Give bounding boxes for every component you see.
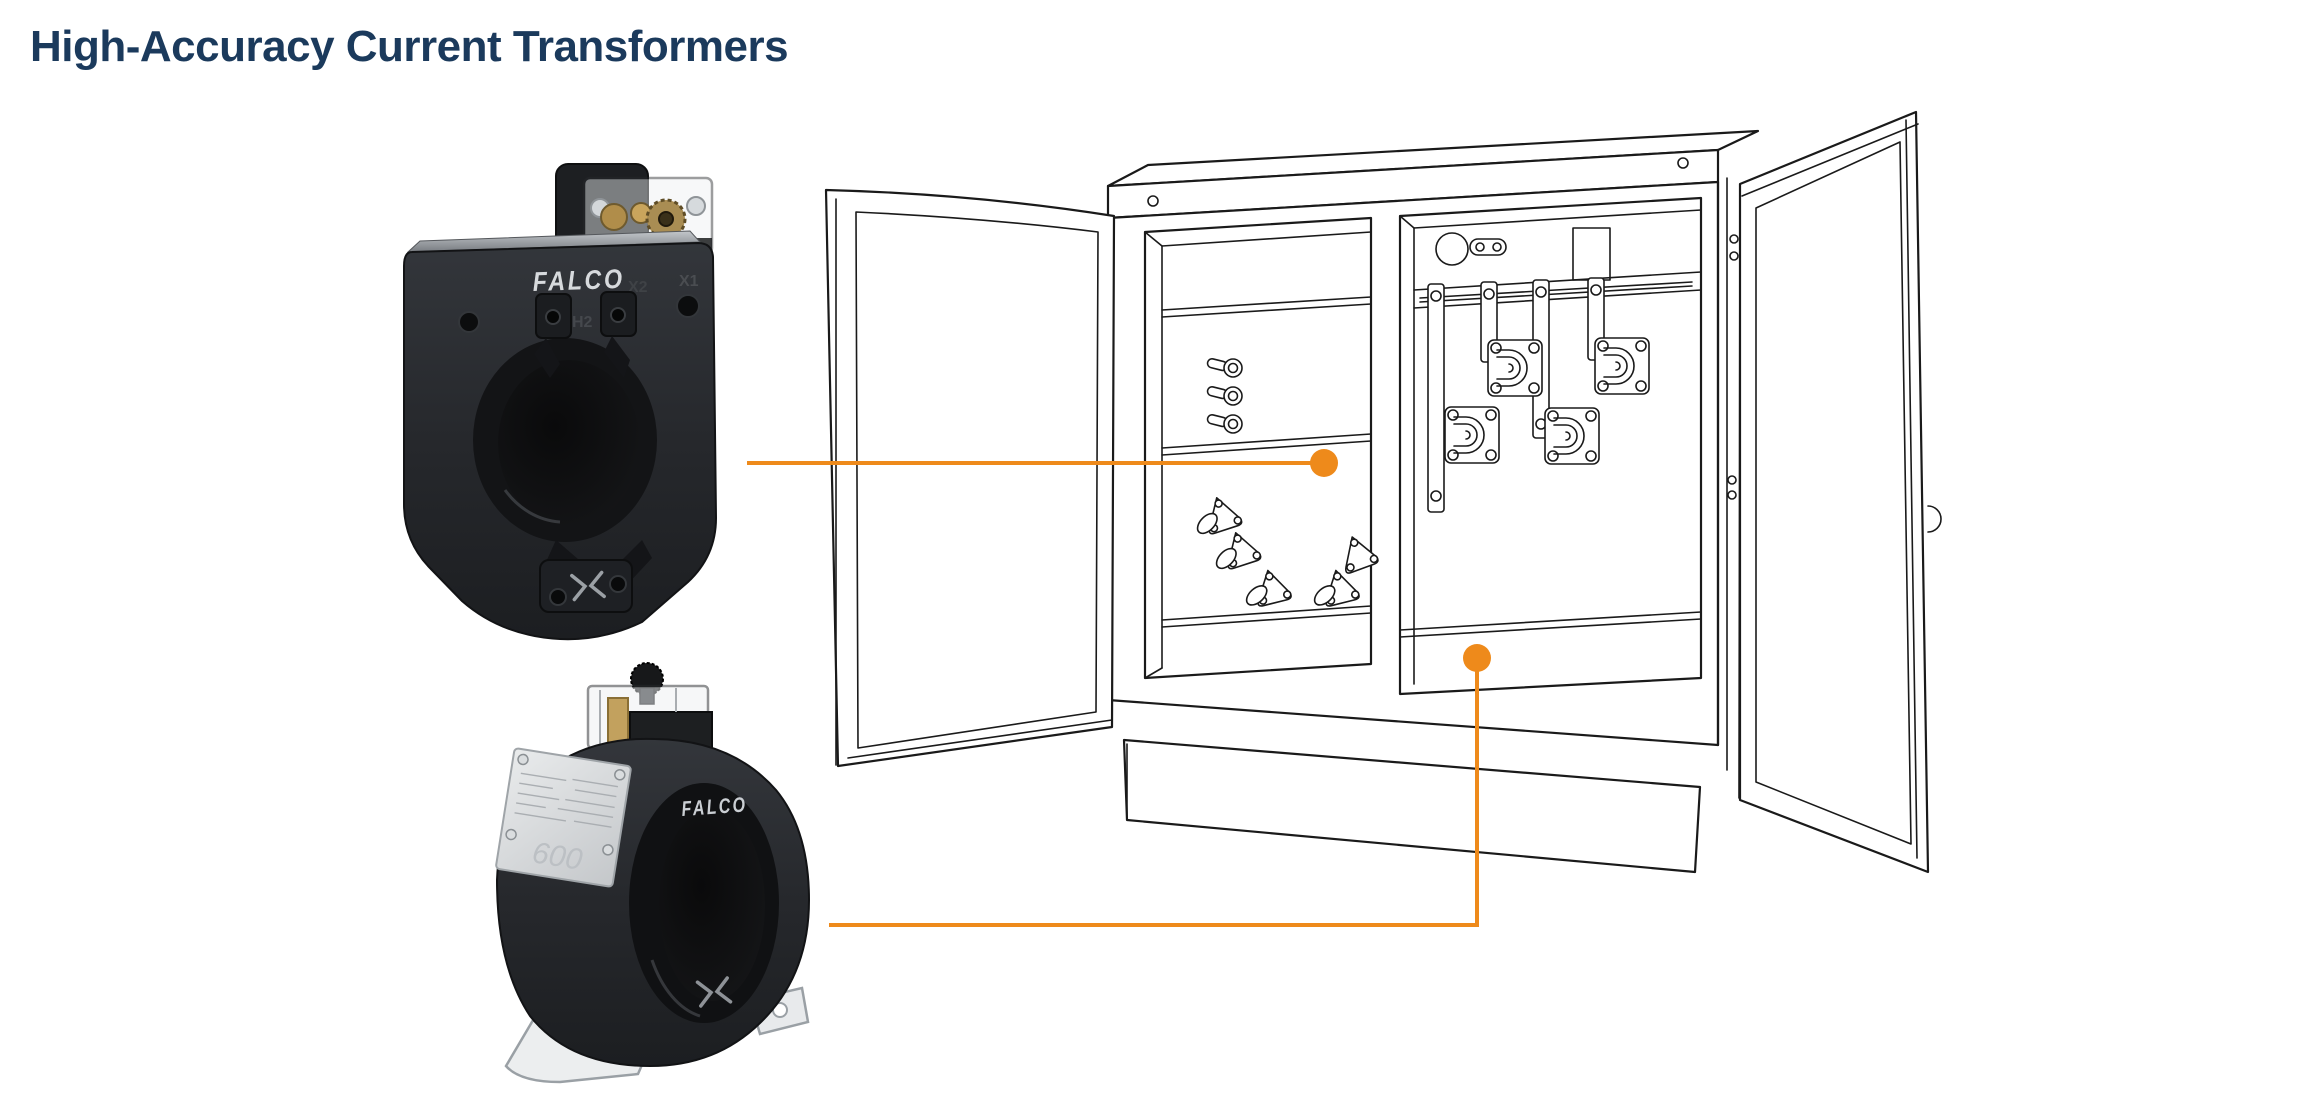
flange-plate-icons (1196, 497, 1379, 607)
terminal-label-x1: X1 (679, 273, 699, 290)
hinge-icons (1727, 234, 1739, 500)
toggle-stud-icons (1206, 357, 1243, 434)
cabinet-top-rail (1106, 129, 1760, 220)
window-clamp-tabs (534, 291, 637, 378)
page-title: High-Accuracy Current Transformers (30, 22, 789, 71)
shelf-lines-left (1161, 296, 1372, 628)
compartment-left (1143, 216, 1379, 680)
cabinet-left-door (824, 188, 1116, 768)
rail-screw-hole-right (1677, 157, 1689, 169)
gland-circle-icon (1435, 232, 1469, 266)
callout-window-ct (747, 449, 1338, 477)
bus-rail (1413, 271, 1702, 309)
falco-x-emblem-round-ct (695, 976, 733, 1008)
nameplate: 600 (495, 747, 632, 888)
compartment-right (1398, 196, 1703, 696)
callout-dot-top (1310, 449, 1338, 477)
falco-x-emblem-window-ct (570, 570, 606, 602)
falco-logo-round-ct: FALCO (681, 793, 748, 821)
callout-line-bottom (829, 670, 1479, 927)
cabinet-right-door (1738, 110, 1942, 874)
ct-flange-mount-icons (1444, 337, 1650, 465)
callout-dot-bottom (1463, 644, 1491, 672)
primary-label-h2: H2 (572, 314, 593, 331)
rail-screw-hole-left (1147, 195, 1159, 207)
callout-round-ct (829, 644, 1491, 927)
nameplate-rating: 600 (530, 836, 585, 876)
window-ct-product-image: FALCO X2 X1 H2 (403, 163, 718, 641)
cabinet-plinth (1122, 738, 1702, 874)
door-knob-icon (1927, 505, 1942, 533)
cabinet-line-drawing (824, 110, 1942, 874)
panel-cutout-icon (1572, 227, 1611, 281)
round-ct-product-image: 600 FALCO (495, 662, 811, 1084)
